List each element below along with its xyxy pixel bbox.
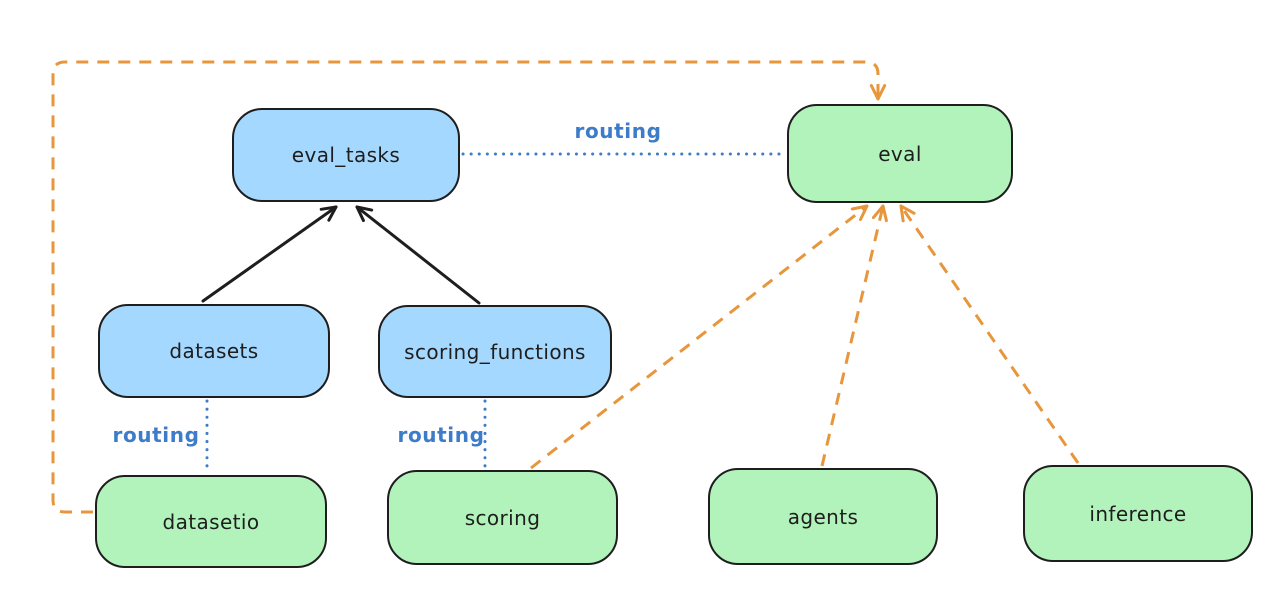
node-label: scoring	[464, 505, 541, 530]
node-label: eval	[878, 141, 922, 166]
edge-datasetio-to-eval	[51, 60, 880, 514]
node-label: scoring_functions	[404, 339, 586, 364]
node-datasets: datasets	[98, 304, 330, 398]
edge-label-routing-0: routing	[574, 119, 662, 143]
node-agents: agents	[708, 468, 938, 565]
node-label: eval_tasks	[291, 143, 401, 167]
edge-label-routing-2: routing	[397, 423, 485, 447]
arrowhead-scoring-to-eval	[850, 204, 869, 222]
node-eval: eval	[787, 104, 1013, 203]
node-label: datasetio	[162, 509, 260, 534]
node-eval_tasks: eval_tasks	[232, 108, 460, 202]
arrowhead-datasets-to-eval_tasks	[319, 205, 338, 222]
node-datasetio: datasetio	[95, 475, 327, 568]
node-label: inference	[1089, 501, 1187, 526]
edge-inference-to-eval	[899, 205, 1080, 464]
arrowhead-scoring_functions-to-eval_tasks	[355, 205, 374, 223]
node-scoring_functions: scoring_functions	[378, 305, 612, 398]
edge-scoring-to-eval	[530, 204, 868, 470]
edge-label-routing-1: routing	[112, 423, 200, 447]
edge-agents-to-eval	[820, 205, 885, 467]
node-inference: inference	[1023, 465, 1253, 562]
arrowhead-agents-to-eval	[871, 204, 888, 223]
arrowhead-inference-to-eval	[899, 204, 916, 223]
node-label: datasets	[169, 339, 259, 363]
node-scoring: scoring	[387, 470, 618, 565]
edge-datasets-to-eval_tasks	[201, 205, 338, 303]
arrowhead-datasetio-to-eval	[869, 84, 887, 101]
edge-scoring_functions-to-eval_tasks	[355, 205, 481, 305]
node-label: agents	[787, 504, 859, 529]
